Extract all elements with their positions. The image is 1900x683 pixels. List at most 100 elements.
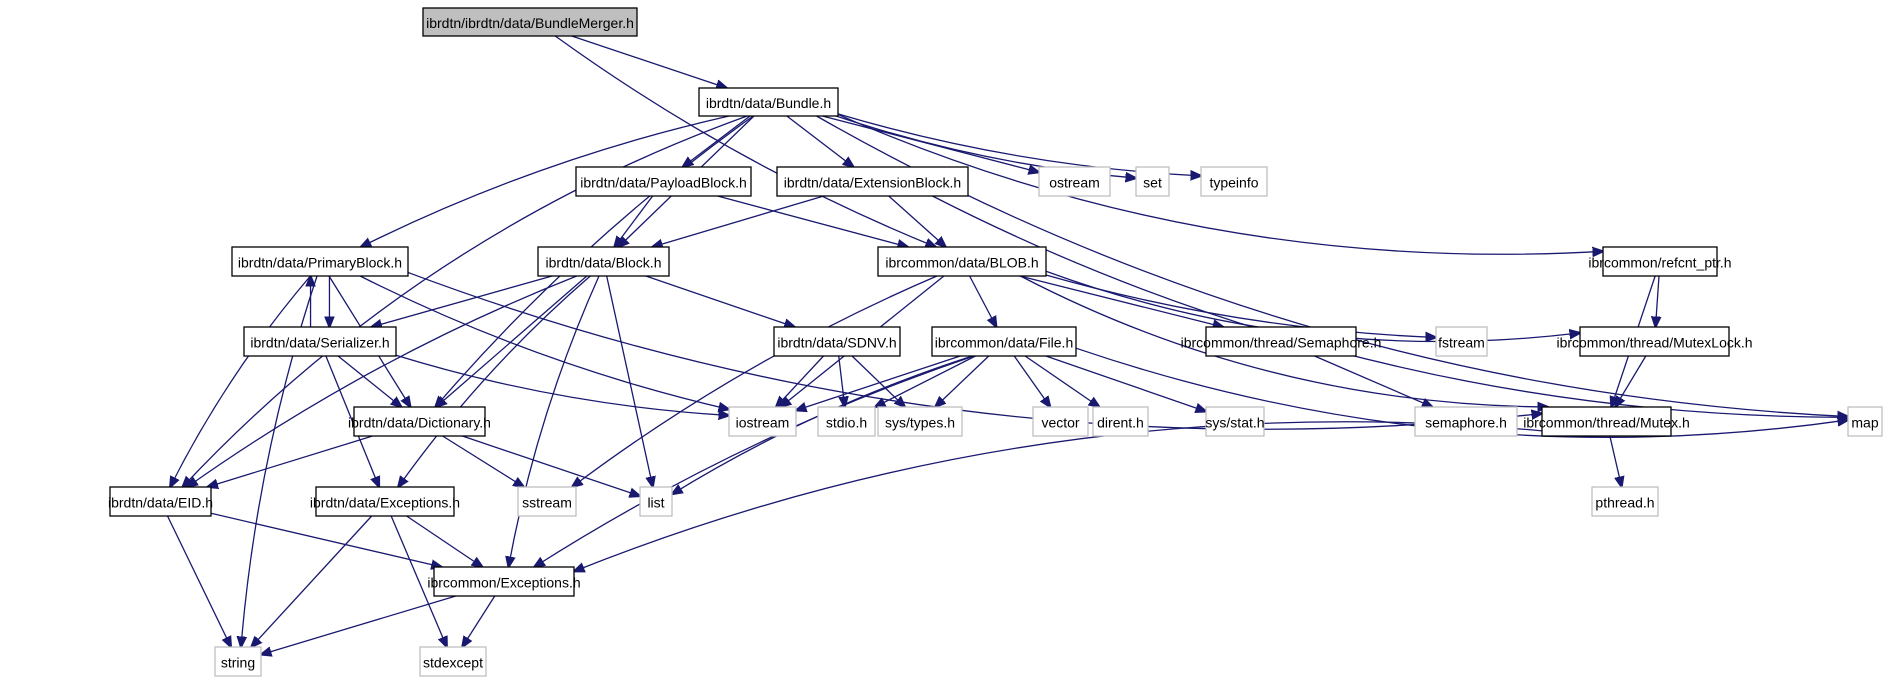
node-iostream: iostream	[728, 406, 797, 437]
node-sysstat: sys/stat.h	[1205, 406, 1265, 437]
edge-primary-to-mutex	[407, 271, 1542, 430]
edge-dexceptions-to-stdexcept	[390, 515, 447, 647]
node-extension[interactable]: ibrdtn/data/ExtensionBlock.h	[776, 166, 969, 197]
node-label: pthread.h	[1595, 495, 1654, 511]
node-box	[1200, 166, 1268, 197]
node-dirent: dirent.h	[1092, 406, 1149, 437]
node-box	[1205, 326, 1357, 357]
node-box	[1205, 406, 1265, 437]
node-fstream: fstream	[1435, 326, 1488, 357]
node-label: ibrdtn/data/Dictionary.h	[348, 415, 491, 431]
node-stdexcept: stdexcept	[419, 646, 487, 677]
edge-file-to-dirent	[1024, 355, 1099, 407]
node-cexceptions[interactable]: ibrcommon/Exceptions.h	[427, 566, 581, 597]
edge-serializer-to-dexceptions	[325, 355, 379, 487]
node-box	[1847, 406, 1883, 437]
node-payload[interactable]: ibrdtn/data/PayloadBlock.h	[575, 166, 752, 197]
node-block[interactable]: ibrdtn/data/Block.h	[537, 246, 670, 277]
node-primary[interactable]: ibrdtn/data/PrimaryBlock.h	[231, 246, 409, 277]
node-box	[214, 646, 262, 677]
node-file[interactable]: ibrcommon/data/File.h	[931, 326, 1077, 357]
node-label: map	[1851, 415, 1878, 431]
node-box	[877, 406, 963, 437]
node-blob[interactable]: ibrcommon/data/BLOB.h	[877, 246, 1047, 277]
node-box	[639, 486, 673, 517]
edge-serializer-to-dictionary	[337, 355, 401, 407]
edge-extension-to-blob	[888, 195, 946, 247]
node-box	[109, 486, 212, 517]
node-semaphore[interactable]: ibrcommon/thread/Semaphore.h	[1181, 326, 1382, 357]
edge-refcnt-to-mutexlock	[1655, 275, 1659, 327]
node-box	[773, 326, 901, 357]
node-ostream: ostream	[1038, 166, 1111, 197]
node-label: ibrcommon/Exceptions.h	[427, 575, 580, 591]
node-systypes: sys/types.h	[877, 406, 963, 437]
node-set: set	[1135, 166, 1170, 197]
edge-bundle-to-refcnt	[837, 113, 1603, 254]
node-label: ibrdtn/data/Bundle.h	[706, 95, 831, 111]
node-box	[517, 486, 577, 517]
node-box	[315, 486, 455, 517]
node-label: ibrdtn/data/PrimaryBlock.h	[238, 255, 402, 271]
node-label: ibrcommon/data/BLOB.h	[885, 255, 1038, 271]
node-box	[231, 246, 409, 277]
node-label: ibrdtn/data/Block.h	[546, 255, 662, 271]
edge-extension-to-map	[932, 195, 1848, 417]
node-label: sys/types.h	[885, 415, 955, 431]
node-box	[419, 646, 487, 677]
node-label: dirent.h	[1097, 415, 1144, 431]
edge-mutex-to-pthread	[1609, 435, 1622, 487]
node-label: ibrcommon/thread/Semaphore.h	[1181, 335, 1382, 351]
edge-primary-to-iostream	[359, 275, 729, 409]
edge-cexceptions-to-stdexcept	[462, 595, 496, 647]
edge-root-to-bundle	[571, 35, 727, 88]
node-label: ibrdtn/data/ExtensionBlock.h	[784, 175, 961, 191]
node-semaphoreh: semaphore.h	[1414, 406, 1518, 437]
edge-block-to-cexceptions	[509, 275, 600, 567]
node-typeinfo: typeinfo	[1200, 166, 1268, 197]
node-dictionary[interactable]: ibrdtn/data/Dictionary.h	[348, 406, 491, 437]
node-box	[1038, 166, 1111, 197]
edge-sdnv-to-iostream	[776, 355, 824, 407]
node-label: sstream	[522, 495, 572, 511]
node-label: semaphore.h	[1425, 415, 1507, 431]
node-box	[776, 166, 969, 197]
edge-primary-to-string	[241, 275, 318, 647]
edge-bundle-to-primary	[361, 115, 730, 247]
node-box	[422, 7, 638, 37]
edge-block-to-dictionary	[436, 275, 588, 407]
node-label: vector	[1041, 415, 1079, 431]
node-mutexlock[interactable]: ibrcommon/thread/MutexLock.h	[1556, 326, 1753, 357]
node-mutex[interactable]: ibrcommon/thread/Mutex.h	[1523, 406, 1690, 437]
node-vector: vector	[1032, 406, 1089, 437]
edge-file-to-cexceptions	[534, 355, 975, 567]
node-box	[1135, 166, 1170, 197]
edge-dexceptions-to-string	[251, 515, 373, 647]
edge-file-to-systypes	[935, 355, 990, 407]
node-pthread: pthread.h	[1591, 486, 1659, 517]
node-label: fstream	[1438, 335, 1485, 351]
node-label: stdexcept	[423, 655, 483, 671]
edge-extension-to-block	[652, 195, 824, 247]
node-box	[433, 566, 575, 597]
node-sdnv[interactable]: ibrdtn/data/SDNV.h	[773, 326, 901, 357]
node-box	[1579, 326, 1730, 357]
node-dexceptions[interactable]: ibrdtn/data/Exceptions.h	[310, 486, 460, 517]
edge-bundle-to-extension	[786, 115, 854, 167]
node-label: set	[1143, 175, 1162, 191]
node-label: ibrcommon/thread/Mutex.h	[1523, 415, 1690, 431]
node-box	[1541, 406, 1672, 437]
edge-eid-to-cexceptions	[210, 512, 442, 567]
node-eid[interactable]: ibrdtn/data/EID.h	[108, 486, 213, 517]
node-bundle[interactable]: ibrdtn/data/Bundle.h	[698, 87, 839, 117]
node-label: ibrdtn/data/Serializer.h	[250, 335, 389, 351]
node-label: string	[221, 655, 255, 671]
node-refcnt[interactable]: ibrcommon/refcnt_ptr.h	[1588, 246, 1732, 277]
node-stdio: stdio.h	[817, 406, 876, 437]
edge-semaphore-to-semaphoreh	[1314, 355, 1433, 407]
node-label: ostream	[1049, 175, 1100, 191]
node-serializer[interactable]: ibrdtn/data/Serializer.h	[243, 326, 397, 357]
node-label: iostream	[736, 415, 790, 431]
edge-file-to-sysstat	[1045, 355, 1206, 411]
